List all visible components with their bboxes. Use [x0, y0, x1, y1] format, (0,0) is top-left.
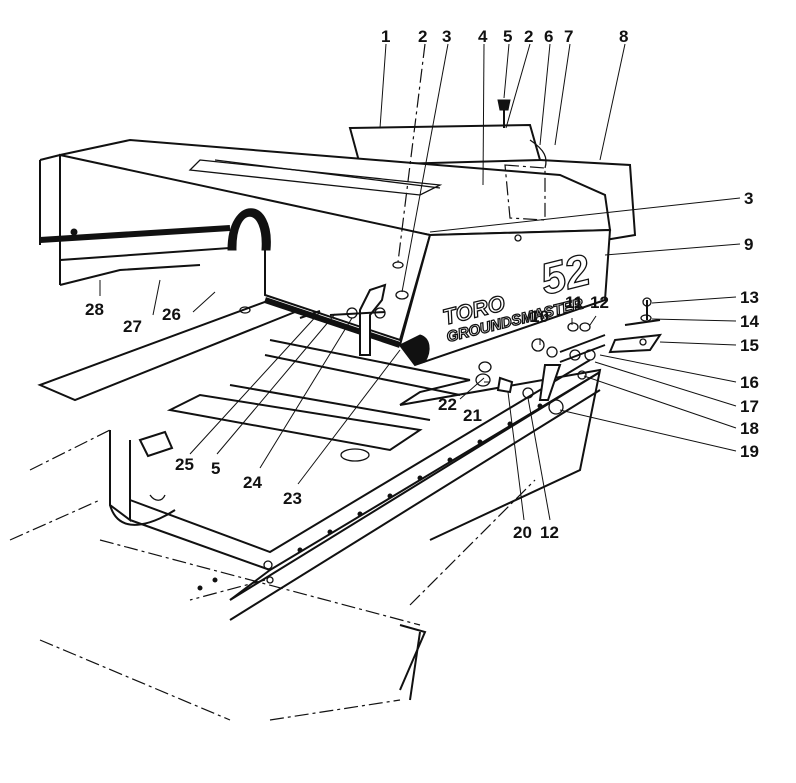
callout-14: 14: [740, 312, 759, 331]
callout-27: 27: [123, 317, 142, 336]
callout-7: 7: [564, 27, 573, 46]
callout-5b: 5: [211, 459, 220, 478]
hardware: [239, 99, 663, 415]
callout-6: 6: [544, 27, 553, 46]
callout-11: 11: [565, 293, 583, 312]
callout-18: 18: [740, 419, 759, 438]
callout-25: 25: [175, 455, 194, 474]
callout-28: 28: [85, 300, 104, 319]
callout-8: 8: [619, 27, 628, 46]
leader-lines: [99, 43, 741, 521]
callout-16: 16: [740, 373, 759, 392]
callout-12: 12: [590, 293, 609, 312]
chassis-frame: [9, 298, 602, 721]
callout-23: 23: [283, 489, 302, 508]
callout-2b: 2: [524, 27, 533, 46]
callout-20: 20: [513, 523, 532, 542]
callout-9: 9: [744, 235, 753, 254]
callout-22: 22: [438, 395, 457, 414]
callout-17: 17: [740, 397, 759, 416]
callout-21: 21: [463, 406, 482, 425]
callout-3b: 3: [744, 189, 753, 208]
callout-13: 13: [740, 288, 759, 307]
callout-3: 3: [442, 27, 451, 46]
callout-26: 26: [162, 305, 181, 324]
callout-19: 19: [740, 442, 759, 461]
callout-4: 4: [478, 27, 488, 46]
hood-assembly: [39, 123, 637, 367]
callout-24: 24: [243, 473, 262, 492]
callout-labels: 1 2 3 4 5 2 6 7 8 3 9 13 10 11 12 14 15 …: [85, 27, 759, 542]
callout-15: 15: [740, 336, 759, 355]
callout-5: 5: [503, 27, 512, 46]
callout-1: 1: [381, 27, 390, 46]
callout-2: 2: [418, 27, 427, 46]
callout-10: 10: [530, 307, 549, 326]
callout-12b: 12: [540, 523, 559, 542]
